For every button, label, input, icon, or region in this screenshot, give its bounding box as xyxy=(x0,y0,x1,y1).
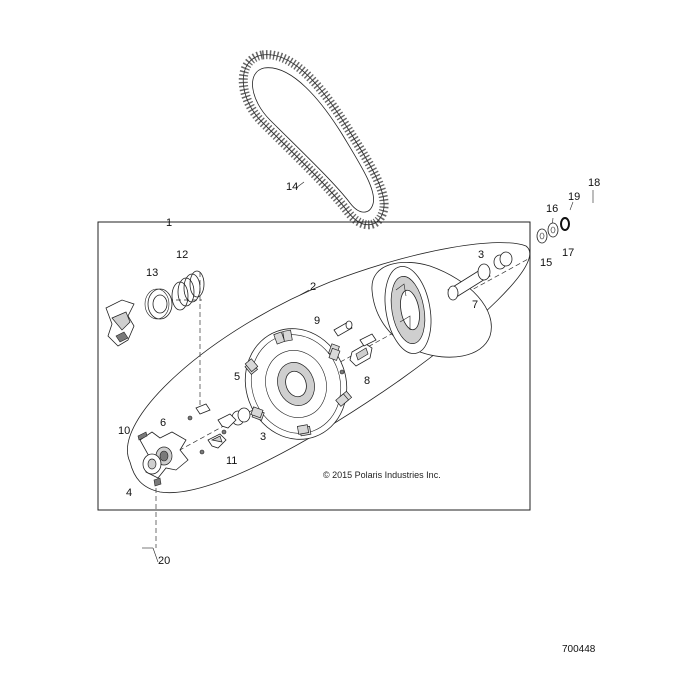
callout-8: 8 xyxy=(364,375,370,387)
callout-9: 9 xyxy=(314,315,320,327)
callout-17: 17 xyxy=(562,247,574,259)
spring-12 xyxy=(171,270,205,311)
callout-16: 16 xyxy=(546,203,558,215)
callout-18: 18 xyxy=(588,177,600,189)
callout-10: 10 xyxy=(118,425,130,437)
spider-hub-4 xyxy=(142,453,162,475)
reference-code: 700448 xyxy=(562,644,596,655)
washer-15 xyxy=(536,228,548,244)
roller-3-lower xyxy=(231,407,251,426)
sub-assembly-outline xyxy=(127,242,531,494)
weight-8 xyxy=(339,333,377,375)
callout-3-upper: 3 xyxy=(478,249,484,261)
callout-11: 11 xyxy=(226,455,237,467)
pin-9 xyxy=(333,320,353,337)
callout-19: 19 xyxy=(568,191,580,203)
callout-4: 4 xyxy=(126,487,132,499)
sleeve-7 xyxy=(447,263,491,301)
callout-20: 20 xyxy=(158,555,170,567)
roller-3-upper xyxy=(493,251,513,270)
screw-10 xyxy=(137,431,162,487)
callout-1: 1 xyxy=(166,217,172,229)
roller-weight-left xyxy=(105,299,135,347)
washer-16 xyxy=(547,222,559,238)
assembly-box xyxy=(97,221,531,511)
callout-3-lower: 3 xyxy=(260,431,266,443)
callout-5: 5 xyxy=(234,371,240,383)
washer-13 xyxy=(144,288,173,320)
callout-12: 12 xyxy=(176,249,188,261)
callout-14: 14 xyxy=(286,181,298,193)
callout-13: 13 xyxy=(146,267,158,279)
o-ring-17 xyxy=(560,217,570,231)
callout-6: 6 xyxy=(160,417,166,429)
copyright-notice: © 2015 Polaris Industries Inc. xyxy=(323,470,441,480)
callout-7: 7 xyxy=(472,299,478,311)
callout-15: 15 xyxy=(540,257,552,269)
moveable-sheave xyxy=(244,328,353,440)
leader-lines xyxy=(142,181,594,563)
drive-belt xyxy=(238,50,389,230)
callout-2: 2 xyxy=(310,281,316,293)
flyweight-11 xyxy=(187,403,237,455)
